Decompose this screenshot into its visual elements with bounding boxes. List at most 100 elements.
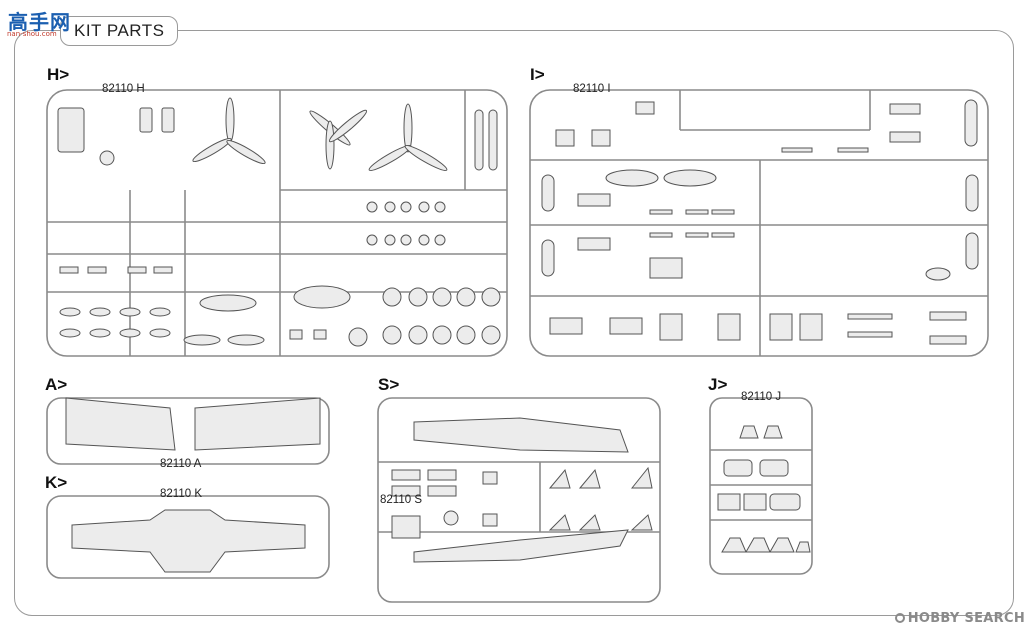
canopy-part	[759, 459, 789, 477]
propeller-part	[192, 97, 266, 165]
gear-part	[443, 510, 459, 526]
ski-part	[474, 109, 484, 171]
watermark: HOBBY SEARCH	[894, 611, 1025, 626]
frame-part	[799, 313, 823, 341]
grille-part	[929, 311, 967, 321]
lower-wing-part	[71, 509, 306, 573]
frame-part	[769, 313, 793, 341]
vane-part	[549, 317, 583, 335]
fuselage-half-part	[413, 529, 629, 563]
section-j-code: 82110 J	[741, 391, 782, 403]
section-j-label: J>	[708, 375, 728, 394]
small-wheel-row	[366, 201, 446, 246]
seat-part	[721, 537, 747, 553]
cowl-part	[965, 174, 979, 212]
panel-part	[555, 129, 575, 147]
sprue-j-frame	[709, 397, 813, 575]
cowl-part	[541, 174, 555, 212]
sprue-h-frame	[46, 89, 508, 357]
sprue-i-frame	[529, 89, 989, 357]
screen-part	[763, 425, 783, 439]
fin-part	[630, 466, 653, 489]
section-a-label: A>	[45, 375, 68, 394]
site-logo-url[interactable]: nan-shou.com	[7, 30, 57, 38]
rail-part	[847, 313, 893, 320]
small-part-row	[59, 266, 327, 340]
wing-half-part	[65, 397, 176, 451]
page-frame	[14, 30, 1014, 616]
sprue-a-frame	[46, 397, 330, 465]
section-i-label: I>	[530, 65, 545, 84]
fuselage-half-part	[413, 417, 629, 453]
fin-part	[548, 468, 571, 489]
window-part	[743, 493, 767, 511]
panel-part	[635, 101, 655, 115]
section-h-code: 82110 H	[102, 83, 145, 95]
small-part-row	[649, 147, 869, 238]
fin-part	[578, 514, 601, 531]
watermark-mark-icon	[894, 613, 905, 623]
panel-part	[391, 469, 421, 481]
propeller-part	[368, 103, 448, 171]
radiator-part	[649, 257, 683, 279]
panel-part	[889, 131, 921, 143]
cowl-part	[965, 232, 979, 270]
fin-part	[630, 514, 653, 531]
radiator-part	[577, 237, 611, 251]
panel-part	[482, 471, 498, 485]
tube-part	[964, 99, 978, 147]
grille-part	[391, 515, 421, 539]
sprue-k-frame	[46, 495, 330, 579]
propeller-part	[309, 109, 368, 170]
seat-part	[57, 107, 85, 153]
site-logo[interactable]: 高手网	[8, 10, 71, 34]
section-k-code: 82110 K	[160, 488, 202, 500]
strut-part	[161, 107, 175, 133]
seat-part	[745, 537, 771, 553]
tank-part	[227, 334, 265, 346]
section-s-code: 82110 S	[380, 494, 422, 506]
panel-part	[427, 485, 457, 497]
float-part	[605, 169, 659, 187]
section-a-code: 82110 A	[160, 458, 202, 470]
ski-part	[488, 109, 498, 171]
section-h-label: H>	[47, 65, 70, 84]
section-s-label: S>	[378, 375, 400, 394]
hub-part	[925, 267, 951, 281]
vane-part	[609, 317, 643, 335]
radiator-part	[577, 193, 611, 207]
window-part	[717, 493, 741, 511]
panel-part	[391, 485, 421, 497]
panel-part	[889, 103, 921, 115]
tank-part	[199, 294, 257, 312]
wing-half-part	[194, 397, 321, 451]
window-part	[769, 493, 801, 511]
sprue-s-frame	[377, 397, 661, 603]
wheel-row	[348, 287, 501, 347]
section-i-code: 82110 I	[573, 83, 611, 95]
gauge-part	[99, 150, 115, 166]
fin-part	[548, 514, 571, 531]
grille-part	[929, 335, 967, 345]
canopy-part	[723, 459, 753, 477]
fin-part	[578, 468, 601, 489]
section-k-label: K>	[45, 473, 68, 492]
strut-part	[139, 107, 153, 133]
seat-part	[795, 541, 811, 553]
screen-part	[739, 425, 759, 439]
frame-part	[717, 313, 741, 341]
cowl-part	[541, 239, 555, 277]
panel-part	[591, 129, 611, 147]
rail-part	[847, 331, 893, 338]
fairing-part	[293, 285, 351, 309]
panel-part	[482, 513, 498, 527]
frame-part	[659, 313, 683, 341]
title-tab	[60, 16, 178, 46]
panel-part	[427, 469, 457, 481]
float-part	[663, 169, 717, 187]
tank-part	[183, 334, 221, 346]
seat-part	[769, 537, 795, 553]
page-title: KIT PARTS	[74, 21, 165, 40]
watermark-text: HOBBY SEARCH	[907, 611, 1025, 626]
